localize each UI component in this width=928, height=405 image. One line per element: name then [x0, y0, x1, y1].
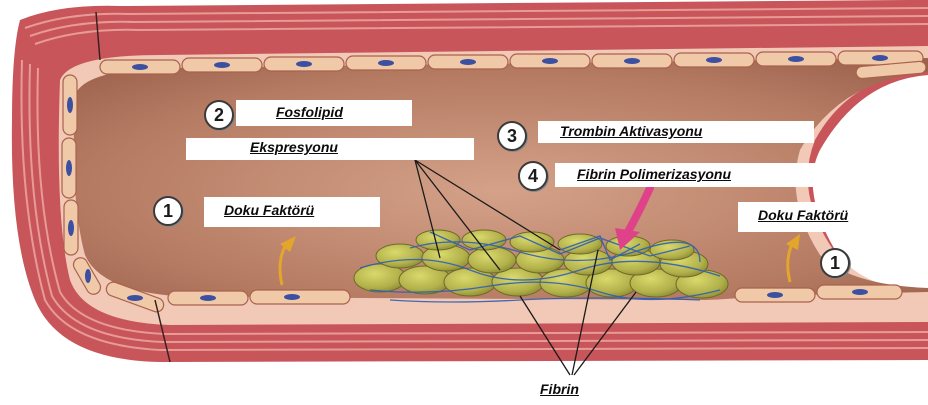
step-number-4: 4	[518, 161, 548, 191]
trombin-label: Trombin Aktivasyonu	[560, 123, 702, 139]
step-number-1-left: 1	[153, 196, 183, 226]
fosfolipid-label: Fosfolipid	[276, 104, 343, 120]
fibrin-polimerizasyonu-label: Fibrin Polimerizasyonu	[577, 166, 731, 182]
doku-faktoru-right-label: Doku Faktörü	[758, 207, 848, 223]
doku-faktoru-left-label: Doku Faktörü	[224, 202, 314, 218]
step-number-3: 3	[497, 121, 527, 151]
step-number-1-right: 1	[820, 248, 850, 278]
fibrin-label: Fibrin	[540, 381, 579, 397]
step-number-2: 2	[204, 100, 234, 130]
ekspresyonu-label: Ekspresyonu	[250, 139, 338, 155]
